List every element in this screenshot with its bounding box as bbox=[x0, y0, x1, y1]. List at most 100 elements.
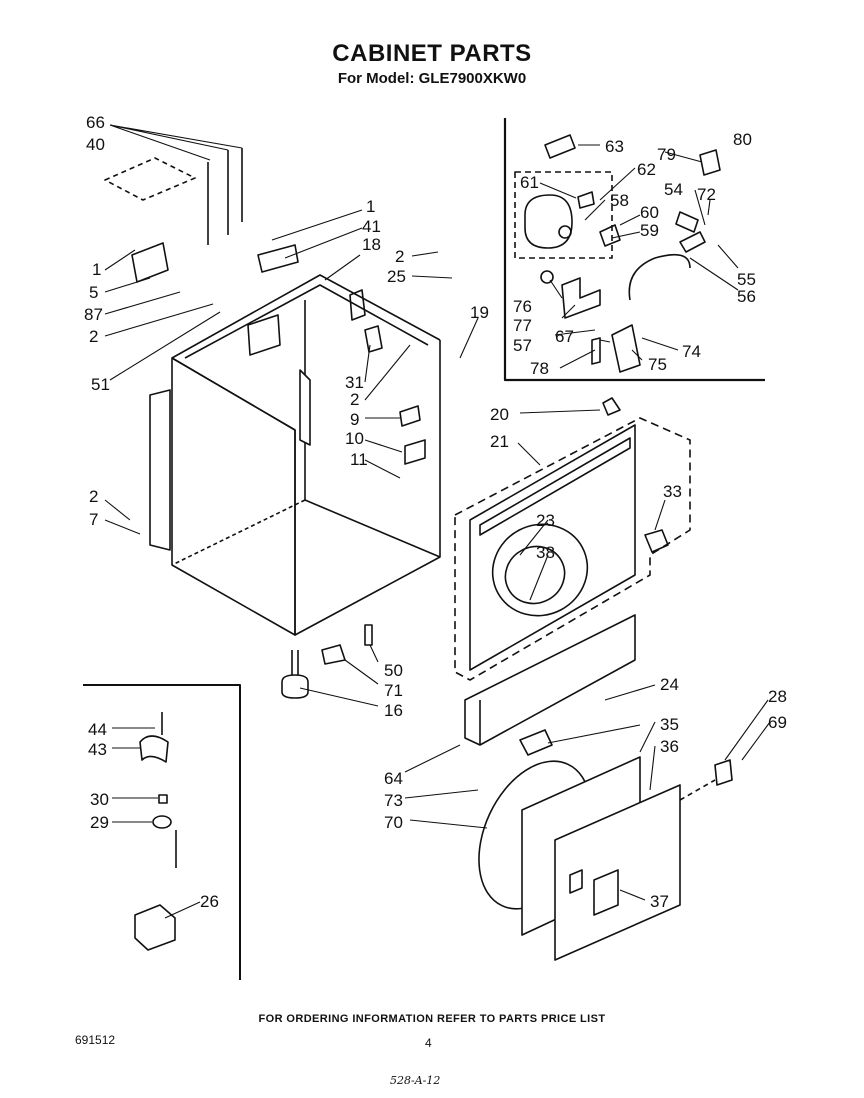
diagram-line bbox=[104, 499, 141, 535]
page-number: 4 bbox=[425, 1036, 432, 1050]
diagram-line bbox=[558, 225, 572, 239]
diagram-line bbox=[149, 389, 171, 551]
cabinet-body bbox=[149, 274, 441, 636]
diagram-line bbox=[83, 118, 771, 980]
callout-label: 40 bbox=[86, 135, 105, 154]
diagram-line bbox=[540, 270, 554, 284]
callout-label: 7 bbox=[89, 510, 98, 529]
motor-parts bbox=[524, 134, 721, 373]
door-assembly bbox=[478, 729, 733, 961]
diagram-line bbox=[599, 224, 621, 247]
door-strike bbox=[519, 729, 553, 756]
diagram-line bbox=[399, 405, 421, 427]
diagram-line bbox=[299, 369, 311, 446]
document-number: 691512 bbox=[75, 1033, 116, 1047]
diagram-line bbox=[171, 357, 296, 431]
diagram-line bbox=[364, 344, 411, 479]
callout-label: 2 bbox=[350, 390, 359, 409]
diagram-line bbox=[152, 815, 172, 829]
cap-part bbox=[602, 397, 621, 416]
diagram-line bbox=[247, 314, 281, 356]
callout-label: 50 bbox=[384, 661, 403, 680]
diagram-line bbox=[109, 124, 243, 161]
diagram-line bbox=[404, 439, 426, 465]
leader-lines bbox=[104, 124, 771, 919]
ordering-note: FOR ORDERING INFORMATION REFER TO PARTS … bbox=[258, 1013, 606, 1025]
callout-label: 43 bbox=[88, 740, 107, 759]
base-clip bbox=[364, 624, 373, 646]
handwritten-note: 528-A-12 bbox=[390, 1074, 441, 1087]
front-panel bbox=[454, 397, 691, 681]
callout-label: 41 bbox=[362, 217, 381, 236]
hinge-part bbox=[644, 529, 669, 553]
callout-label: 61 bbox=[520, 173, 539, 192]
diagram-line bbox=[304, 300, 441, 558]
diagram-line bbox=[299, 644, 379, 707]
diagram-line bbox=[171, 499, 306, 566]
callout-label: 76 bbox=[513, 297, 532, 316]
callout-label: 20 bbox=[490, 405, 509, 424]
diagram-line bbox=[611, 324, 641, 373]
diagram-line bbox=[479, 437, 631, 536]
callout-label: 74 bbox=[682, 342, 701, 361]
callout-label: 54 bbox=[664, 180, 683, 199]
diagram-line bbox=[134, 904, 176, 951]
caster-bracket bbox=[321, 644, 346, 665]
callout-label: 30 bbox=[90, 790, 109, 809]
inset-lower-left-parts bbox=[134, 712, 177, 951]
callout-label: 72 bbox=[697, 185, 716, 204]
diagram-line bbox=[544, 134, 576, 159]
callout-label: 9 bbox=[350, 410, 359, 429]
diagram-line bbox=[207, 148, 243, 245]
leveling-leg bbox=[281, 650, 309, 699]
diagram-line bbox=[539, 144, 739, 369]
callout-label: 71 bbox=[384, 681, 403, 700]
callout-label: 63 bbox=[605, 137, 624, 156]
callout-label: 16 bbox=[384, 701, 403, 720]
diagram-line bbox=[112, 727, 201, 919]
diagram-line bbox=[569, 869, 583, 894]
callout-label: 26 bbox=[200, 892, 219, 911]
callout-label: 38 bbox=[536, 543, 555, 562]
callout-label: 79 bbox=[657, 145, 676, 164]
diagram-line bbox=[349, 289, 366, 321]
diagram-line bbox=[411, 251, 479, 359]
diagram-line bbox=[699, 149, 721, 176]
callout-label: 18 bbox=[362, 235, 381, 254]
callout-label: 66 bbox=[86, 113, 105, 132]
callout-label: 62 bbox=[637, 160, 656, 179]
callout-label: 2 bbox=[89, 487, 98, 506]
diagram-line bbox=[491, 523, 589, 617]
diagram-line bbox=[724, 699, 771, 761]
callout-label: 87 bbox=[84, 305, 103, 324]
door-hinge bbox=[714, 759, 733, 786]
callout-label: 25 bbox=[387, 267, 406, 286]
callout-label: 70 bbox=[384, 813, 403, 832]
callout-label: 77 bbox=[513, 316, 532, 335]
diagram-line bbox=[184, 284, 429, 359]
callout-label: 1 bbox=[92, 260, 101, 279]
callout-label: 5 bbox=[89, 283, 98, 302]
callout-label: 24 bbox=[660, 675, 679, 694]
diagram-line bbox=[131, 242, 169, 283]
callout-label: 58 bbox=[610, 191, 629, 210]
callout-label: 29 bbox=[90, 813, 109, 832]
callout-label: 75 bbox=[648, 355, 667, 374]
diagram-line bbox=[591, 337, 601, 365]
diagram-line bbox=[404, 684, 656, 901]
callout-label: 10 bbox=[345, 429, 364, 448]
callout-label: 67 bbox=[555, 327, 574, 346]
callout-label: 44 bbox=[88, 720, 107, 739]
callout-label: 33 bbox=[663, 482, 682, 501]
callout-label: 78 bbox=[530, 359, 549, 378]
hardware-parts bbox=[104, 148, 426, 465]
diagram-line bbox=[271, 209, 363, 281]
callout-label: 69 bbox=[768, 713, 787, 732]
diagram-line bbox=[171, 274, 441, 359]
callout-label: 80 bbox=[733, 130, 752, 149]
callout-label: 73 bbox=[384, 791, 403, 810]
diagram-line bbox=[104, 157, 196, 201]
dashed-motor-box bbox=[514, 171, 613, 259]
callout-label: 2 bbox=[89, 327, 98, 346]
